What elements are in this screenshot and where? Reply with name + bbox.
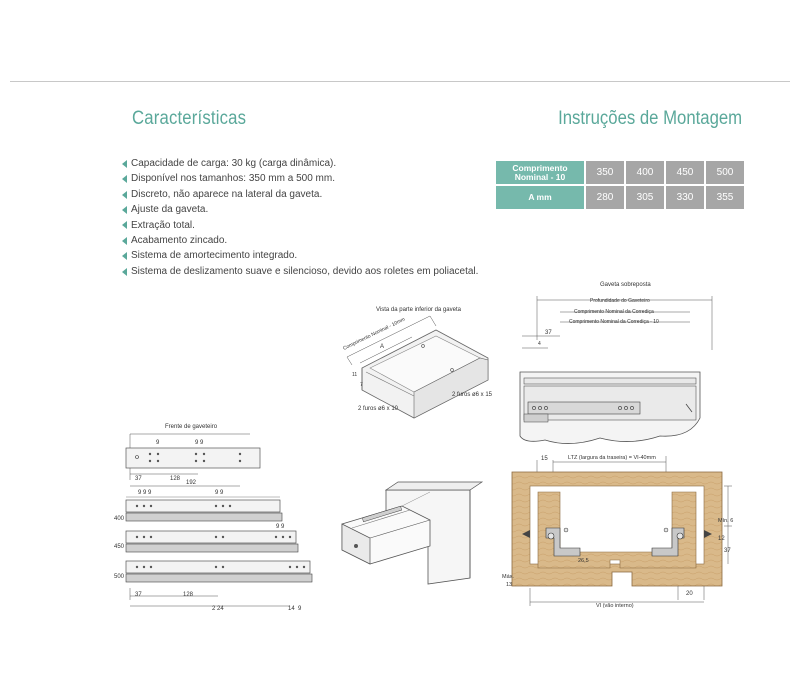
table-cell: 280 <box>586 186 624 209</box>
dim-224-label: 2 24 <box>212 606 224 612</box>
bullet-arrow-icon <box>122 190 127 199</box>
table-cell: 500 <box>706 161 744 184</box>
side-view: Gaveta sobreposta Profundidade do Gavete… <box>519 282 713 444</box>
features-heading: Características <box>132 108 247 129</box>
feature-item: Acabamento zincado. <box>122 233 478 248</box>
rail-sizes-drawing: 9 9 9 9 9 400 9 9 450 500 <box>114 490 313 612</box>
front-panel-drawing: Frente de gaveteiro 9 9 9 37 128 192 <box>125 424 261 487</box>
bullet-arrow-icon <box>122 205 127 214</box>
hole-marker <box>450 368 454 372</box>
dim-9-label: 9 <box>156 440 160 446</box>
vi-label: VI (vão interno) <box>596 603 634 609</box>
bullet-arrow-icon <box>122 236 127 245</box>
dim-9-label: 9 <box>298 606 302 612</box>
table-cell: 355 <box>706 186 744 209</box>
table-cell: 305 <box>626 186 664 209</box>
feature-item: Ajuste da gaveta. <box>122 202 478 217</box>
dim-37-label: 37 <box>545 330 552 336</box>
hole-marker <box>421 344 425 348</box>
features-list: Capacidade de carga: 30 kg (carga dinâmi… <box>122 156 478 279</box>
nominal-length-label: Comprimento Nominal - 10mm <box>342 317 406 352</box>
rail-450: 450 <box>114 530 299 553</box>
dim-99-label: 9 9 <box>195 440 204 446</box>
cabinet-3d-drawing <box>341 481 484 585</box>
dim-11-label: 11 <box>352 372 357 378</box>
holes-right-label: 2 furos ø6 x 15 <box>452 392 493 398</box>
dim-12-label: 12 <box>718 536 725 542</box>
side-view-title: Gaveta sobreposta <box>600 282 651 288</box>
dim-99b-label: 9 9 <box>215 490 224 496</box>
feature-item: Sistema de amortecimento integrado. <box>122 248 478 263</box>
dim-128-label: 128 <box>183 592 194 598</box>
table-row: A mm 280 305 330 355 <box>496 186 744 209</box>
feature-item: Extração total. <box>122 218 478 233</box>
rail-length-label: Comprimento Nominal da Corrediça <box>574 309 654 315</box>
dim-14-label: 14 <box>288 606 295 612</box>
bullet-arrow-icon <box>122 175 127 184</box>
front-panel <box>125 447 261 469</box>
max-13-label: 13 <box>506 582 512 588</box>
max-label: Máx. <box>502 574 514 580</box>
dim-37-label: 37 <box>135 476 142 482</box>
dim-999-label: 9 9 9 <box>138 490 152 496</box>
assembly-heading: Instruções de Montagem <box>557 108 742 129</box>
table-cell: 350 <box>586 161 624 184</box>
min6-label: Mín. 6 <box>718 518 733 524</box>
feature-item: Discreto, não aparece na lateral da gave… <box>122 187 478 202</box>
feature-item: Disponível nos tamanhos: 350 mm a 500 mm… <box>122 171 478 186</box>
holes-left-label: 2 furos ø6 x 10 <box>358 406 399 412</box>
dim-265-label: 26,5 <box>578 558 589 564</box>
table-cell: 400 <box>626 161 664 184</box>
rail-450-label: 450 <box>114 544 125 550</box>
row-header: A mm <box>496 186 584 209</box>
bullet-arrow-icon <box>122 221 127 230</box>
dim-a-label: A <box>380 344 384 350</box>
dim-999b-label: 9 9 <box>276 524 285 530</box>
bullet-arrow-icon <box>122 267 127 276</box>
rail-400: 400 <box>114 499 283 522</box>
ltz-label: LTZ (largura da traseira) = VI-40mm <box>568 455 656 461</box>
bullet-arrow-icon <box>122 252 127 261</box>
slide-rail <box>527 401 641 415</box>
dim-192-label: 192 <box>186 480 197 486</box>
cabinet-section-drawing: 15 LTZ (largura da traseira) = VI-40mm M… <box>502 455 733 609</box>
rail-length-10-label: Comprimento Nominal da Corrediça - 10 <box>569 319 659 325</box>
table-cell: 450 <box>666 161 704 184</box>
feature-item: Sistema de deslizamento suave e silencio… <box>122 264 478 279</box>
bottom-view-title: Vista da parte inferior da gaveta <box>376 307 462 313</box>
table-cell: 330 <box>666 186 704 209</box>
dim-15-label: 15 <box>541 456 548 462</box>
dim-20-label: 20 <box>686 591 693 597</box>
top-divider <box>10 81 790 82</box>
depth-label: Profundidade do Gaveteiro <box>590 298 650 304</box>
rail-500-label: 500 <box>114 574 125 580</box>
rail-400-label: 400 <box>114 516 125 522</box>
dim-37-label: 37 <box>135 592 142 598</box>
dim-37-label: 37 <box>724 548 731 554</box>
dim-4-label: 4 <box>538 341 541 347</box>
rail-500: 500 <box>114 560 313 583</box>
feature-item: Capacidade de carga: 30 kg (carga dinâmi… <box>122 156 478 171</box>
drawer-bottom-view: Vista da parte inferior da gaveta Compri… <box>342 307 493 419</box>
dim-128-label: 128 <box>170 476 181 482</box>
drawer-front <box>413 357 489 419</box>
bullet-arrow-icon <box>122 159 127 168</box>
front-panel-title: Frente de gaveteiro <box>165 424 218 430</box>
dim-7-label: 7 <box>360 382 363 388</box>
